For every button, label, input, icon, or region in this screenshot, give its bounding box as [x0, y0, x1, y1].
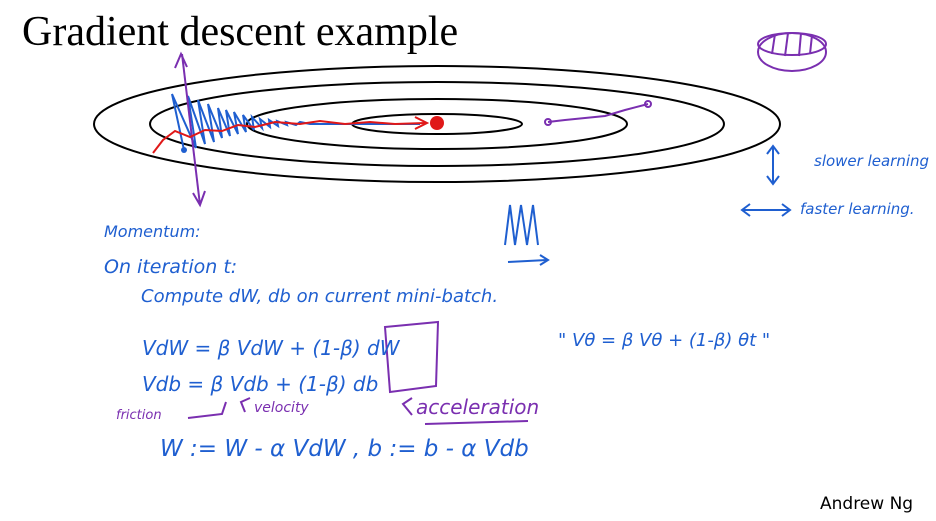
author-name: Andrew Ng: [820, 494, 914, 514]
acceleration-pointer: [401, 397, 413, 416]
bowl-icon: [757, 32, 827, 72]
faster-learning-label: faster learning.: [800, 200, 915, 218]
vdw-equation: VdW = β VdW + (1-β) dW: [142, 336, 400, 360]
slide-title: Gradient descent example: [22, 9, 459, 55]
compute-line: Compute dW, db on current mini-batch.: [141, 286, 499, 307]
minimum-point: [430, 116, 444, 130]
contour-outer: [93, 65, 781, 183]
faster-arrow-icon: [740, 203, 792, 217]
vdb-equation: Vdb = β Vdb + (1-β) db: [142, 372, 379, 396]
contour-middle: [149, 81, 725, 167]
vertical-arrow-head-bottom: [192, 190, 206, 208]
gradient-box: [383, 320, 440, 394]
velocity-pointer: [239, 397, 251, 413]
contour-inner: [246, 98, 628, 150]
vertical-arrow-head-top: [174, 51, 188, 69]
right-path: [547, 103, 649, 123]
friction-pointer: [187, 401, 227, 419]
momentum-arrow-head: [414, 116, 430, 130]
acceleration-label: acceleration: [416, 395, 540, 419]
slower-learning-label: slower learning: [814, 152, 930, 170]
velocity-label: velocity: [254, 400, 309, 416]
acceleration-underline: [424, 420, 529, 425]
slower-arrow-icon: [766, 144, 780, 186]
zigzag-sketch: [504, 204, 550, 266]
start-point: [181, 147, 187, 153]
update-rule: W := W - α VdW , b := b - α Vdb: [160, 436, 529, 462]
vertical-arrow: [181, 53, 201, 206]
momentum-label: Momentum:: [104, 222, 201, 241]
momentum-path: [152, 119, 426, 154]
right-path-point-2: [544, 118, 552, 126]
right-path-point-1: [644, 100, 652, 108]
iteration-label: On iteration t:: [104, 256, 238, 278]
ewa-formula: " Vθ = β Vθ + (1-β) θt ": [558, 330, 771, 351]
friction-label: friction: [116, 408, 162, 423]
